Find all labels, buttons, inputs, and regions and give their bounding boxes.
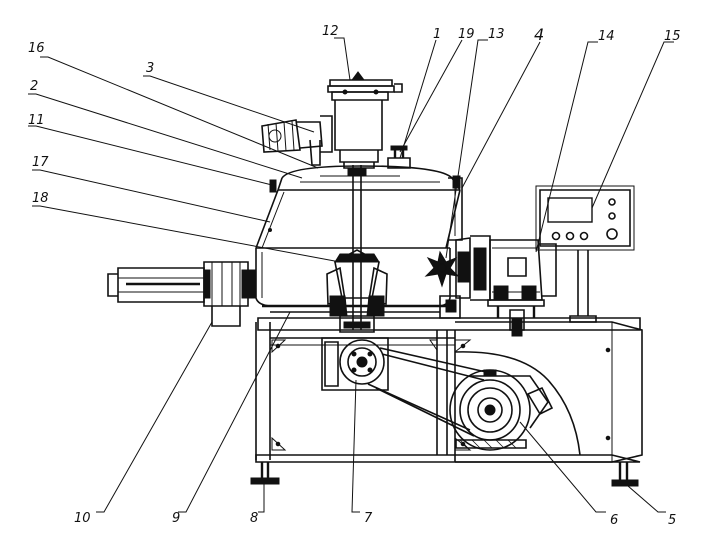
callout-18: 18	[32, 191, 49, 206]
callout-3: 3	[146, 61, 154, 76]
machine-frame	[250, 317, 643, 487]
callout-5: 5	[668, 513, 676, 528]
callout-12: 12	[322, 24, 339, 39]
discharge-cylinder	[107, 261, 257, 327]
callout-10: 10	[74, 511, 91, 526]
callout-7: 7	[364, 511, 373, 526]
top-motor	[261, 115, 333, 166]
callout-labels: 16 3 2 11 17 18 12 1 19 13 4 14 15 10 9 …	[28, 24, 681, 528]
mixing-bowl	[255, 165, 461, 313]
callout-19: 19	[458, 27, 475, 42]
callout-6: 6	[610, 513, 618, 528]
callout-2: 2	[30, 79, 38, 94]
callout-15: 15	[664, 29, 681, 44]
callout-4: 4	[534, 25, 544, 44]
leader-lines	[28, 37, 674, 513]
callout-1: 1	[433, 27, 441, 42]
chopper-assembly	[424, 177, 557, 337]
callout-11: 11	[28, 113, 45, 128]
drive-system	[321, 337, 554, 451]
feed-hopper	[327, 71, 403, 169]
control-panel	[535, 185, 635, 323]
callout-17: 17	[32, 155, 49, 170]
callout-13: 13	[488, 27, 505, 42]
callout-9: 9	[172, 511, 180, 526]
callout-16: 16	[28, 41, 45, 56]
agitator	[320, 165, 400, 333]
callout-14: 14	[598, 29, 615, 44]
top-valve	[387, 145, 411, 169]
callout-8: 8	[250, 511, 258, 526]
